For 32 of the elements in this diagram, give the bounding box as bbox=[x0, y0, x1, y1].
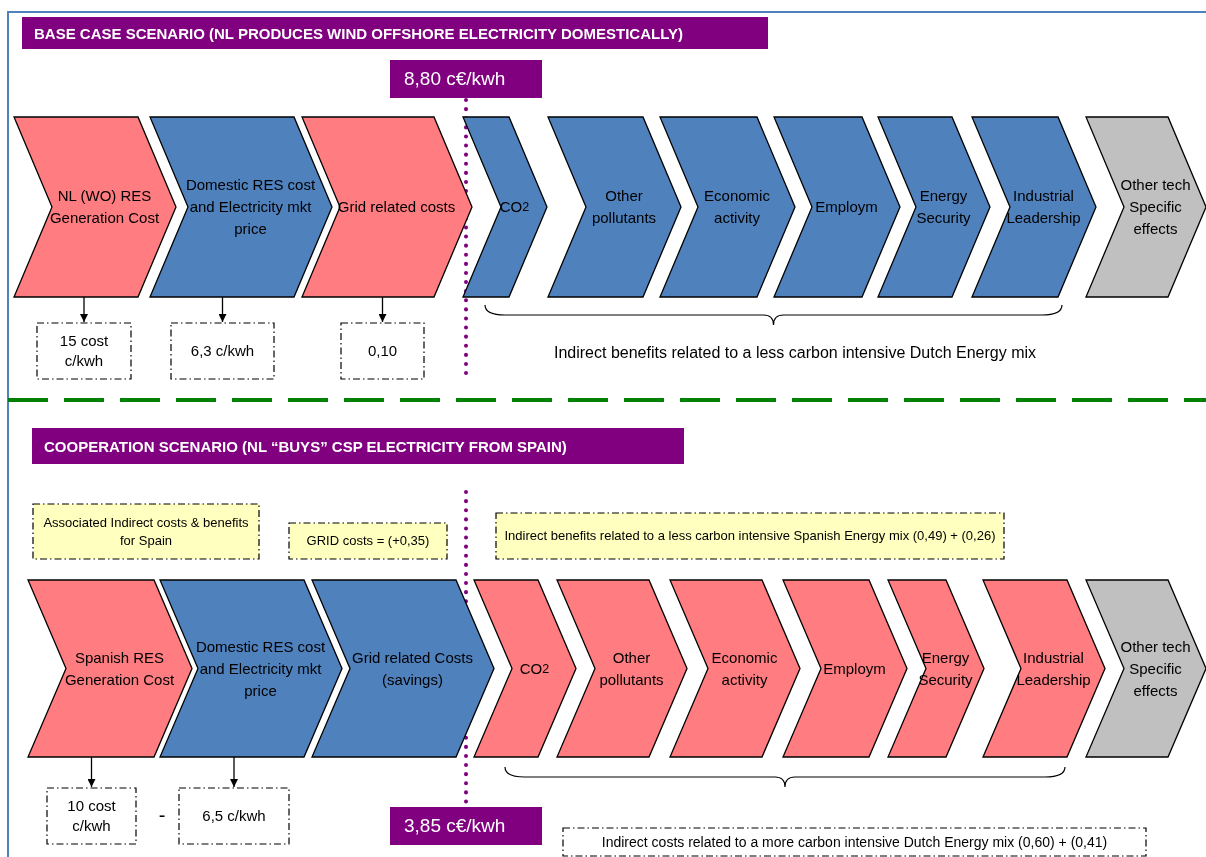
chevron-step: Other tech Specific effects bbox=[1086, 117, 1206, 297]
arrow bbox=[80, 296, 88, 323]
chevron-step: Other pollutants bbox=[548, 117, 681, 297]
chevron-step: Spanish RES Generation Cost bbox=[28, 580, 192, 757]
chevron-step: Economic activity bbox=[660, 117, 795, 297]
chevron-step: Economic activity bbox=[670, 580, 800, 757]
note-box: GRID costs = (+0,35) bbox=[288, 522, 448, 560]
heading-banner: COOPERATION SCENARIO (NL “BUYS” CSP ELECTRICITY FROM SPAIN) bbox=[32, 428, 684, 464]
arrow bbox=[218, 296, 227, 323]
value-box: 6,3 c/kwh bbox=[170, 322, 275, 380]
note-box: Indirect benefits related to a less carbon intensive Spanish Energy mix (0,49) + (0,26) bbox=[495, 512, 1005, 560]
chevron-step: Employm bbox=[774, 117, 900, 297]
brace-caption: Indirect benefits related to a less carbon intensive Dutch Energy mix bbox=[553, 343, 1037, 363]
arrow bbox=[230, 756, 238, 788]
chevron-step: Energy Security bbox=[878, 117, 990, 297]
arrow bbox=[378, 296, 387, 323]
value-box: 6,5 c/kwh bbox=[178, 787, 290, 845]
chevron-step: Employm bbox=[783, 580, 907, 757]
chevron-step: Other pollutants bbox=[557, 580, 687, 757]
value-box: 0,10 bbox=[340, 322, 425, 380]
note-box: Associated Indirect costs & benefits for Spain bbox=[32, 503, 260, 560]
value-box: 15 cost c/kwh bbox=[36, 322, 132, 380]
chevron-step: Industrial Leadership bbox=[972, 117, 1096, 297]
minus-sign: - bbox=[157, 802, 167, 828]
note-box: Indirect costs related to a more carbon intensive Dutch Energy mix (0,60) + (0,41) bbox=[562, 827, 1147, 857]
price-label: 8,80 c€/kwh bbox=[390, 60, 542, 98]
chevron-step: Industrial Leadership bbox=[983, 580, 1105, 757]
price-label: 3,85 c€/kwh bbox=[390, 807, 542, 845]
arrow bbox=[87, 756, 96, 788]
heading-banner: BASE CASE SCENARIO (NL PRODUCES WIND OFFSHORE ELECTRICITY DOMESTICALLY) bbox=[22, 17, 768, 49]
chevron-step: NL (WO) RES Generation Cost bbox=[14, 117, 176, 297]
value-box: 10 cost c/kwh bbox=[46, 787, 137, 845]
